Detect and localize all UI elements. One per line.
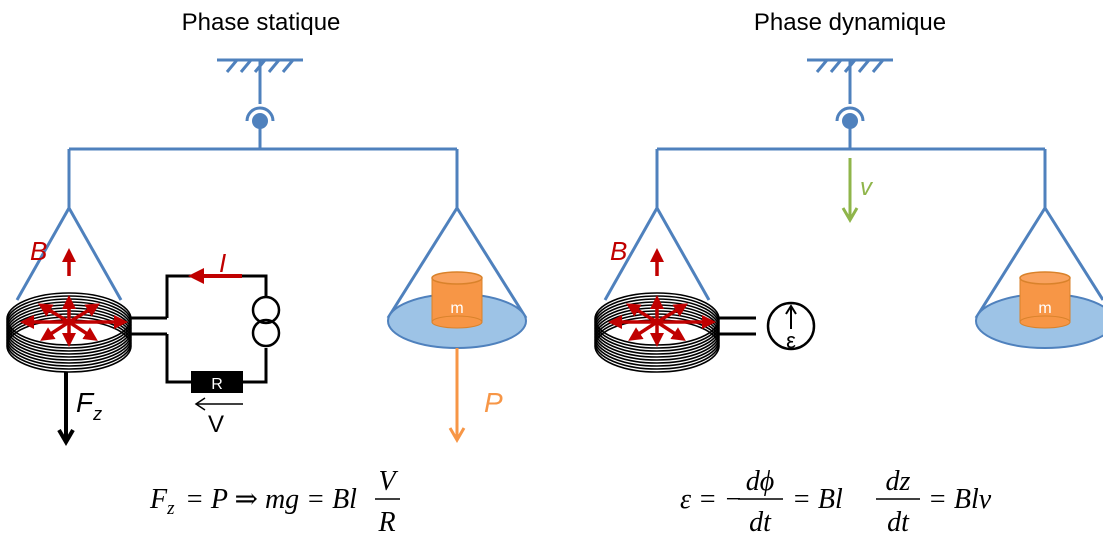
eq-dyn-rhs: = Blv: [928, 484, 992, 515]
voltage-arrow: [194, 397, 243, 411]
weight-label: P: [484, 387, 503, 418]
ceiling-support-static: [217, 58, 303, 122]
eq-dyn-frac2-den: dt: [887, 507, 910, 538]
equation-static: Fz = P ⇒ mg = Bl V R: [149, 466, 400, 538]
field-label-static: B: [30, 236, 47, 266]
resistor: [191, 371, 243, 393]
emf-leads: [719, 316, 756, 336]
mass-dynamic: [1019, 271, 1071, 329]
mass-label-dynamic: m: [1038, 300, 1051, 317]
ceiling-support-dynamic: [807, 58, 893, 122]
radial-field-arrows-dynamic: [608, 295, 716, 347]
velocity-label: v: [860, 174, 874, 201]
static-title: Phase statique: [182, 9, 341, 36]
eq-dyn-mid: = Bl: [792, 484, 843, 515]
static-phase: Phase statique: [6, 9, 528, 538]
weight-arrow: [448, 348, 466, 443]
voltage-label: V: [208, 411, 224, 438]
beam-static: [15, 121, 528, 319]
beam-dynamic: [603, 121, 1103, 319]
mass-static: [431, 271, 483, 329]
eq-static-frac-den: R: [377, 507, 395, 538]
eq-dyn-frac2-num: dz: [886, 466, 911, 497]
resistor-label: R: [211, 376, 223, 393]
dynamic-title: Phase dynamique: [754, 9, 946, 36]
field-label-dynamic: B: [610, 236, 627, 266]
eq-dyn-frac1-den: dt: [749, 507, 772, 538]
velocity-arrow: [841, 158, 859, 223]
current-label: I: [219, 248, 226, 278]
emf-arrow: [785, 304, 797, 329]
dynamic-phase: Phase dynamique v: [594, 9, 1103, 538]
mass-label-static: m: [450, 300, 463, 317]
eq-static-frac-num: V: [378, 466, 398, 497]
force-label: Fz: [76, 387, 102, 424]
circuit-static: [131, 274, 268, 384]
eq-static-middle: = P ⇒ mg = Bl: [185, 484, 357, 515]
current-source-icon: [251, 295, 281, 348]
eq-dyn-lhs: ε = −: [680, 484, 743, 515]
eq-dyn-frac1-num: dϕ: [746, 466, 775, 497]
force-arrow-static: [57, 372, 75, 446]
equation-dynamic: ε = − dϕ dt = Bl dz dt = Blv: [680, 466, 992, 538]
eq-static-lhs: Fz: [149, 484, 175, 519]
emf-label: ε: [786, 328, 796, 353]
radial-field-arrows-static: [20, 295, 128, 347]
